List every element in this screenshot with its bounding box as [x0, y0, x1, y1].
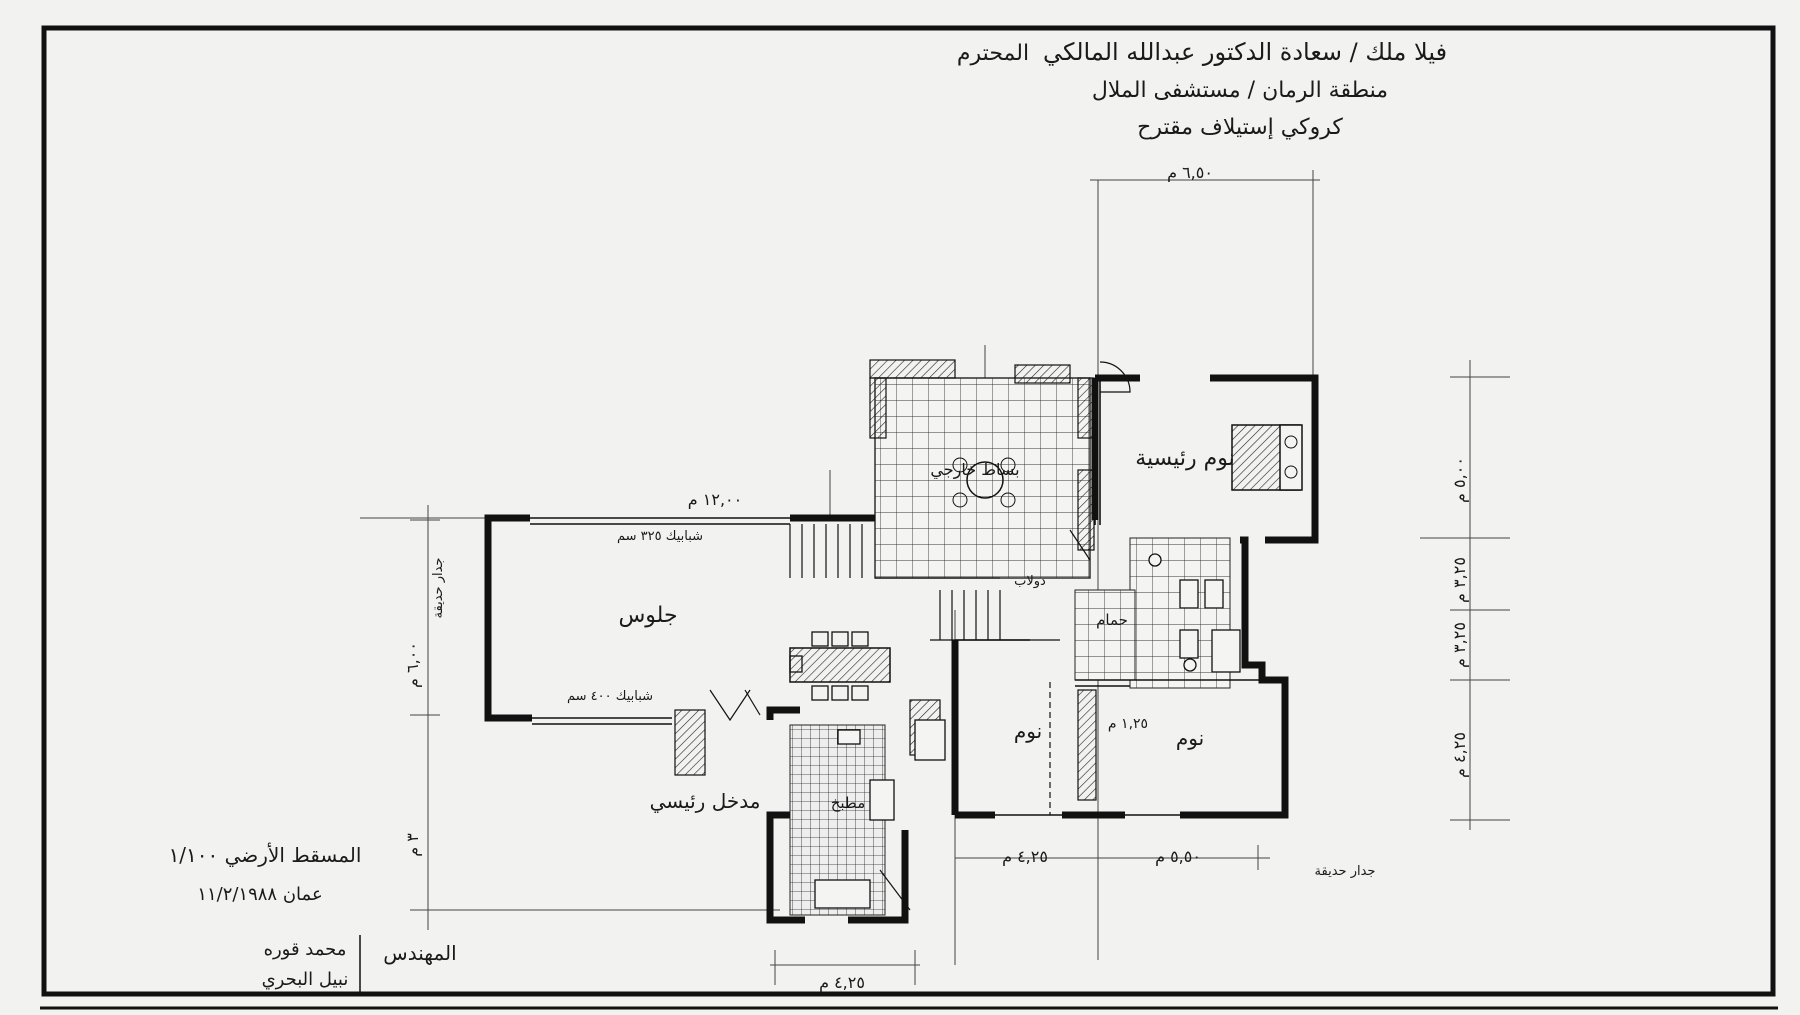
label-bath: حمام: [1096, 611, 1128, 629]
label-bedroom-2: نوم: [1176, 726, 1204, 750]
label-majlis: جلوس: [618, 603, 677, 628]
hall-tiled-floor: [874, 377, 1091, 579]
engineer-name2: نبيل البحري: [262, 969, 349, 990]
drawing-date: عمان ١١/٢/١٩٨٨: [197, 884, 322, 905]
note-left: جدار حديقة: [431, 558, 446, 619]
thin-walls: [530, 378, 1285, 816]
dim-bottom-2: ٥,٥٠ م: [1155, 847, 1201, 866]
dim-right-4: ٤,٢٥ م: [1450, 732, 1469, 778]
label-main-entrance: مدخل رئيسي: [650, 789, 761, 814]
dim-majlis-length: ١٢,٠٠ م: [688, 490, 742, 509]
caption-block: المسقط الأرضي ١/١٠٠ عمان ١١/٢/١٩٨٨ المهن…: [169, 843, 457, 995]
dim-bottom-3: ٤,٢٥ م: [819, 973, 865, 992]
dim-right-3: ٣,٢٥ م: [1450, 622, 1469, 668]
label-kitchen: مطبخ: [831, 794, 866, 812]
title-line1: فيلا ملك / سعادة الدكتور عبدالله المالكي: [1043, 38, 1447, 66]
door-swings: [709, 361, 1131, 911]
title-line3: كروكي إستيلاف مقترح: [1137, 115, 1343, 140]
lobby-tiled-floor: [1074, 589, 1136, 681]
kitchen-fixtures: [814, 719, 946, 909]
wall-notes: شبابيك ٣٢٥ سم شبابيك ٤٠٠ سم جدار حديقة ج…: [431, 529, 1375, 879]
note-majlis-top: شبابيك ٣٢٥ سم: [617, 529, 703, 544]
drawing-caption: المسقط الأرضي ١/١٠٠: [169, 843, 362, 868]
label-hall: بساط خارجي: [930, 460, 1019, 480]
master-bed: [1231, 424, 1303, 491]
dimension-labels: ٦,٥٠ م ١٢,٠٠ م ٥,٠٠ م ٣,٢٥ م ٣,٢٥ م ٤,٢٥…: [403, 163, 1469, 992]
hatched-walls: [674, 359, 1097, 801]
label-master-bedroom: نوم رئيسية: [1135, 446, 1235, 471]
dining-table: [789, 631, 891, 701]
dim-left-1: ٦,٠٠ م: [403, 642, 422, 688]
dim-corridor: ١,٢٥ م: [1108, 716, 1148, 732]
engineer-name1: محمد قوره: [264, 939, 347, 960]
label-bedroom-1: نوم: [1014, 719, 1042, 743]
note-garden-wall: جدار حديقة: [1315, 864, 1376, 879]
title-line2: منطقة الرمان / مستشفى الملال: [1092, 78, 1388, 103]
note-majlis-bottom: شبابيك ٤٠٠ سم: [567, 689, 653, 704]
sheet-frame: [41, 25, 1776, 997]
dim-left-2: ٣ م: [403, 833, 422, 857]
dim-top-width: ٦,٥٠ م: [1167, 163, 1213, 182]
dim-bottom-1: ٤,٢٥ م: [1002, 847, 1048, 866]
title-tag: المحترم: [957, 41, 1029, 66]
engineer-label: المهندس: [383, 941, 456, 965]
room-labels: جلوس نوم رئيسية نوم نوم حمام مطبخ بساط خ…: [618, 446, 1234, 814]
title-block: فيلا ملك / سعادة الدكتور عبدالله المالكي…: [957, 38, 1447, 140]
dim-right-1: ٥,٠٠ م: [1450, 457, 1469, 503]
dim-right-2: ٣,٢٥ م: [1450, 557, 1469, 603]
stairs: [789, 524, 1060, 641]
hall-round-table: [952, 457, 1016, 508]
bath-fixtures: [1148, 553, 1241, 673]
label-wardrobe: دولاب: [1014, 574, 1046, 589]
